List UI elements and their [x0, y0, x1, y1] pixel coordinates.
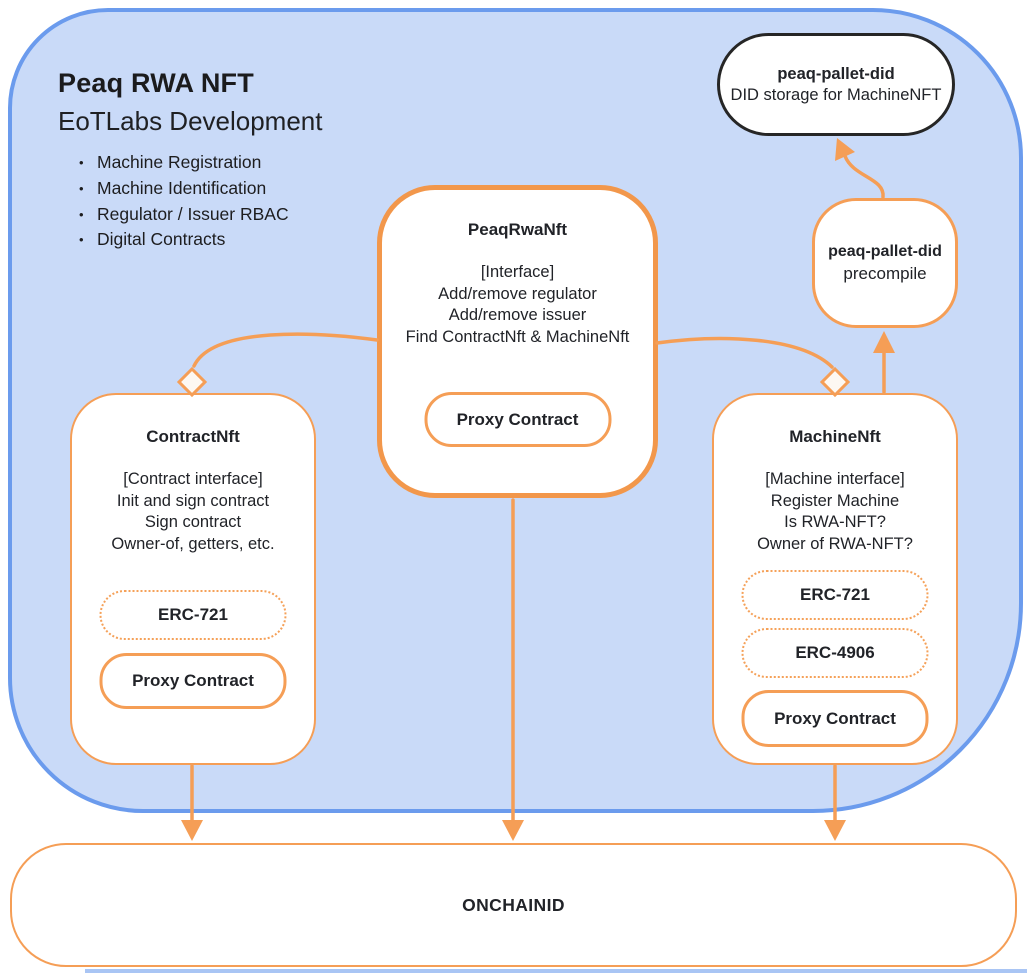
feature-list: Machine Registration Machine Identificat… [58, 150, 418, 253]
description-line: Find ContractNft & MachineNft [405, 327, 630, 346]
node-peaq-rwa-nft: PeaqRwaNft [Interface] Add/remove regula… [377, 185, 658, 498]
badge-erc-4906: ERC-4906 [741, 628, 929, 678]
node-title: PeaqRwaNft [467, 220, 568, 239]
description-line: [Interface] [480, 263, 555, 281]
description-line: Add/remove issuer [448, 306, 587, 325]
node-title: ONCHAINID [462, 894, 565, 915]
node-peaq-pallet-did-precompile: peaq-pallet-did precompile [812, 198, 958, 328]
node-contract-nft: ContractNft [Contract interface] Init an… [70, 393, 316, 765]
node-title: ContractNft [146, 427, 240, 446]
node-title: peaq-pallet-did [828, 242, 942, 260]
arrowhead-down-icon [502, 820, 524, 841]
badge-proxy-contract: Proxy Contract [741, 690, 929, 747]
feature-item: Digital Contracts [58, 227, 418, 253]
badge-proxy-contract: Proxy Contract [99, 653, 287, 709]
node-machine-nft: MachineNft [Machine interface] Register … [712, 393, 958, 765]
diagram-title: Peaq RWA NFT [58, 68, 254, 98]
node-title: peaq-pallet-did [777, 64, 895, 83]
feature-item: Machine Registration [58, 150, 418, 176]
feature-item: Regulator / Issuer RBAC [58, 202, 418, 228]
description-line: Owner of RWA-NFT? [757, 534, 913, 553]
node-description: [Machine interface] Register Machine Is … [714, 469, 956, 555]
node-description: [Contract interface] Init and sign contr… [72, 469, 314, 555]
description-line: Add/remove regulator [438, 284, 597, 303]
node-subtitle: precompile [843, 263, 927, 283]
feature-item: Machine Identification [58, 176, 418, 202]
badge-proxy-contract: Proxy Contract [424, 392, 611, 447]
description-line: [Machine interface] [765, 470, 905, 488]
description-line: Register Machine [770, 491, 900, 510]
diagram-header: Peaq RWA NFT EoTLabs Development Machine… [58, 68, 418, 253]
node-subtitle: DID storage for MachineNFT [730, 85, 942, 104]
badge-erc-721: ERC-721 [99, 590, 287, 640]
diagram-subtitle: EoTLabs Development [58, 106, 323, 136]
arrowhead-down-icon [181, 820, 203, 841]
node-description: [Interface] Add/remove regulator Add/rem… [382, 262, 653, 348]
node-title: MachineNft [789, 427, 881, 446]
description-line: Is RWA-NFT? [784, 513, 886, 532]
badge-erc-721: ERC-721 [741, 570, 929, 620]
description-line: Owner-of, getters, etc. [111, 534, 275, 553]
description-line: [Contract interface] [123, 470, 263, 488]
node-onchainid: ONCHAINID [10, 843, 1017, 967]
description-line: Sign contract [144, 513, 242, 532]
description-line: Init and sign contract [116, 491, 270, 510]
cropped-bottom-element [85, 969, 1027, 973]
node-peaq-pallet-did-storage: peaq-pallet-did DID storage for MachineN… [717, 33, 955, 136]
arrowhead-down-icon [824, 820, 846, 841]
